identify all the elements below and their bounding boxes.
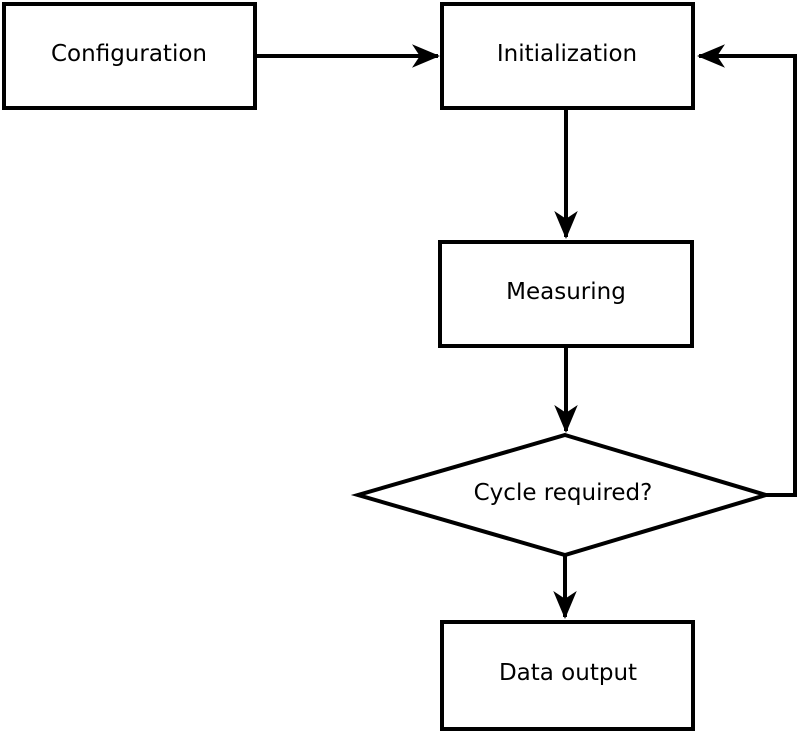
node-initialization-box [440, 2, 695, 110]
node-initialization-label: Initialization [497, 41, 637, 67]
node-data-output-box [440, 620, 695, 731]
node-cycle-required-diamond [350, 432, 773, 558]
node-configuration-box [2, 2, 257, 110]
node-data-output-label: Data output [499, 660, 637, 686]
node-cycle-required-label: Cycle required? [474, 480, 653, 506]
edge-cycle-required-to-initialization-feedback [697, 44, 797, 497]
node-measuring-box [438, 240, 694, 348]
node-configuration-label: Configuration [51, 41, 207, 67]
node-measuring-label: Measuring [506, 279, 626, 305]
